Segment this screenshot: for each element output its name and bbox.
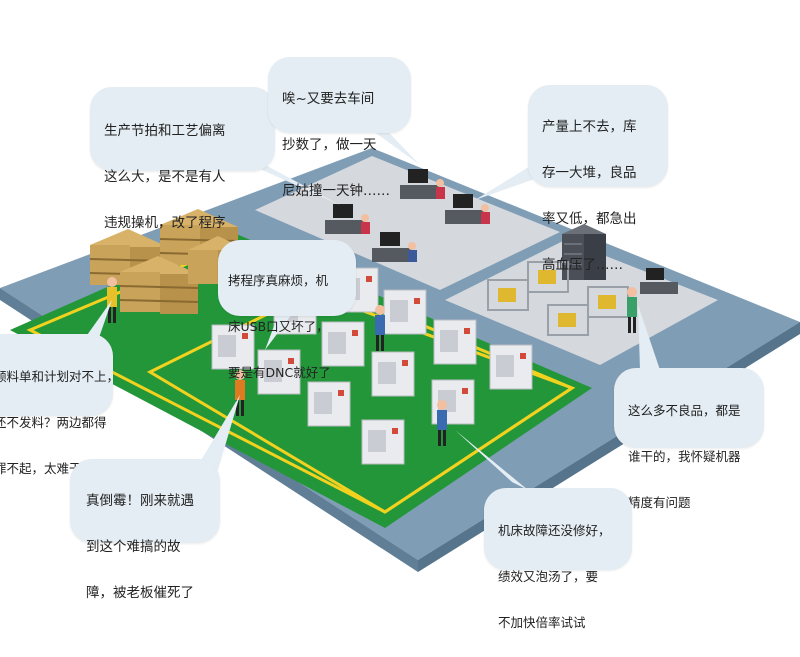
fixture-cage-icon [547,304,589,336]
bubble-line: 机床故障还没修好， [498,523,611,538]
machine-icon [433,319,477,365]
inspection-area [445,240,718,365]
bubble-line: 还不发料？两边都得 [0,415,107,430]
bubble-line: 产量上不去，库 [542,119,637,135]
speech-bubble-program-deviation: 生产节拍和工艺偏离 这么大，是不是有人 违规操机，改了程序 [90,87,275,231]
bubble-line: 床USB口又坏了， [228,319,329,334]
desk-icon [640,268,678,294]
desk-icon [400,169,445,199]
office-desks [325,169,490,262]
bubble-line: 真倒霉！刚来就遇 [86,493,194,509]
speech-bubble-defects: 这么多不良品，都是 谁干的，我怀疑机器 精度有问题 [614,368,764,510]
fixture-cage-icon [487,279,529,311]
worker-icon [235,370,245,416]
bubble-line: 障，被老板催死了 [86,585,194,601]
bubble-line: 领料单和计划对不上， [0,369,120,384]
worker-icon [627,287,637,333]
bubble-line: 这么多不良品，都是 [628,403,741,418]
bubble-line: 高血压了…… [542,257,623,273]
bubble-line: 拷程序真麻烦，机 [228,273,329,288]
machine-area-border [146,290,576,514]
speech-bubble-bad-luck: 真倒霉！刚来就遇 到这个难搞的故 障，被老板催死了 [70,459,220,601]
worker-icon [375,305,385,351]
worker-icon [107,277,117,323]
speech-bubble-material-plan: 领料单和计划对不上， 还不发料？两边都得 罪不起，太难干了 [0,334,120,476]
inspection-fixtures [487,261,678,336]
desk-icon [372,232,417,262]
bubble-tails [80,118,660,490]
machine-icon [371,351,415,397]
office-area [255,156,560,290]
speech-bubble-repair-delay: 机床故障还没修好， 绩效又泡汤了，要 不加快倍率试试 [484,488,632,630]
machine-icon [361,419,405,465]
bubble-line: 这么大，是不是有人 [104,169,226,185]
workers [107,277,637,446]
fixture-cage-icon [527,261,569,293]
bubble-line: 谁干的，我怀疑机器 [628,449,741,464]
bubble-line: 唉~又要去车间 [282,91,375,107]
speech-bubble-output-stock: 产量上不去，库 存一大堆，良品 率又低，都急出 高血压了…… [528,85,668,273]
bubble-line: 到这个难搞的故 [86,539,181,555]
bubble-line: 精度有问题 [628,495,691,510]
bubble-line: 要是有DNC就好了 [228,365,331,380]
bubble-line: 违规操机，改了程序 [104,215,226,231]
machine-icon [211,324,255,370]
speech-bubble-usb-dnc: 拷程序真麻烦，机 床USB口又坏了， 要是有DNC就好了 [218,240,356,380]
bubble-line: 不加快倍率试试 [498,615,586,630]
bubble-line: 生产节拍和工艺偏离 [104,123,226,139]
bubble-line: 尼姑撞一天钟…… [282,183,390,199]
machine-icon [307,381,351,427]
machine-icon [489,344,533,390]
bubble-line: 抄数了，做一天 [282,137,377,153]
desk-icon [445,194,490,224]
machine-icon [321,321,365,367]
cnc-machines [211,267,533,465]
worker-icon [437,400,447,446]
desk-icon [325,204,370,234]
bubble-line: 率又低，都急出 [542,211,637,227]
bubble-line: 绩效又泡汤了，要 [498,569,599,584]
machine-icon [257,349,301,395]
machine-icon [383,289,427,335]
bubble-line: 存一大堆，良品 [542,165,637,181]
speech-bubble-check-machines: 唉~又要去车间 抄数了，做一天 尼姑撞一天钟…… [268,57,411,199]
